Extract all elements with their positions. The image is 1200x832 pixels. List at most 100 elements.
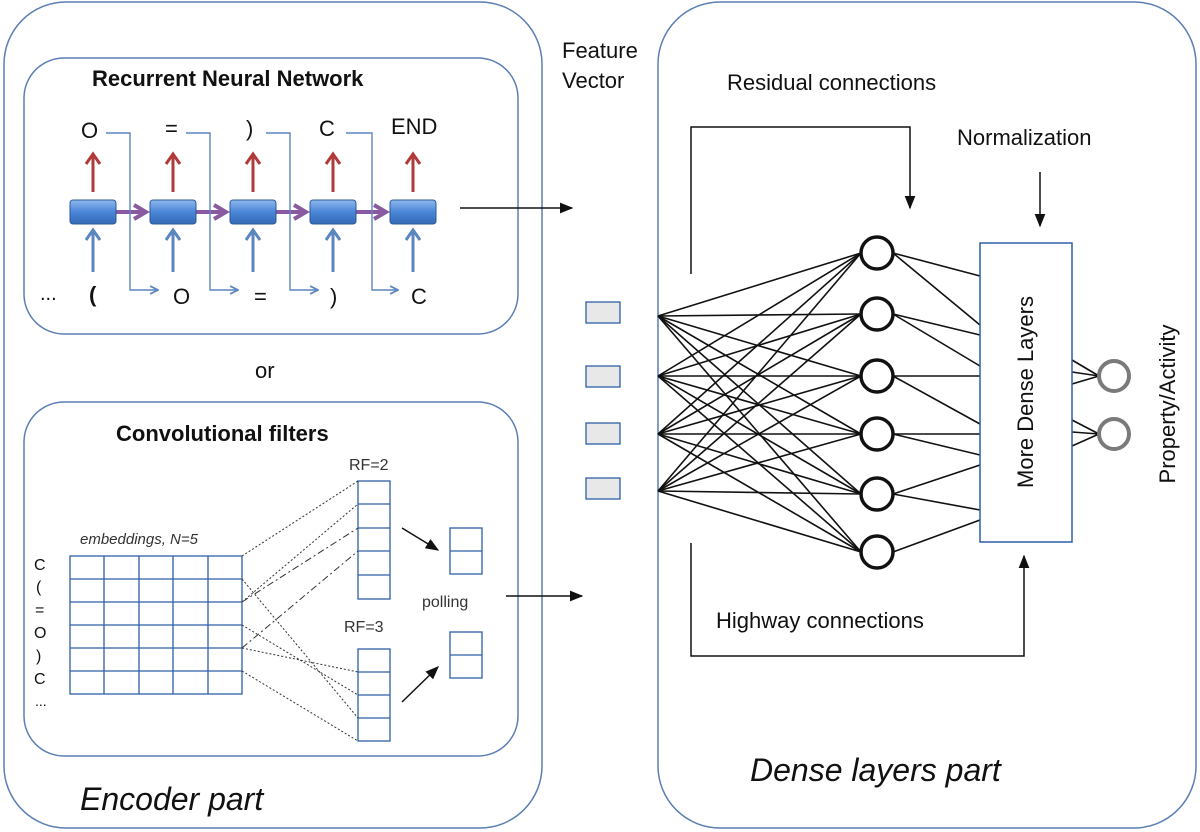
- receptive-field-lines: [241, 480, 359, 742]
- connection-edge: [657, 433, 862, 495]
- hidden-node: [859, 235, 895, 271]
- hidden-dense-connections: [892, 252, 981, 553]
- rnn-input-arrows: [84, 227, 422, 272]
- rnn-title: Recurrent Neural Network: [92, 66, 364, 91]
- feature-vector-cell: [585, 301, 621, 324]
- connection-edge: [657, 375, 862, 435]
- rnn-chain-arrows: [116, 203, 390, 221]
- connection-edge: [892, 493, 981, 511]
- connection-edge: [892, 433, 981, 456]
- pooling-arrow-rf3: [401, 666, 439, 703]
- embedding-row-label: C: [34, 671, 46, 688]
- normalization-label: Normalization: [957, 125, 1092, 150]
- rf3-feature-map: [357, 648, 391, 742]
- or-label: or: [255, 358, 275, 383]
- feature-vector-cell: [585, 422, 621, 445]
- rnn-input-token: =: [254, 284, 267, 309]
- hidden-layer: [859, 235, 895, 570]
- dense-panel: [657, 1, 1197, 829]
- feature-vector-cell: [585, 365, 621, 388]
- highway-connection-arrow: [690, 543, 1030, 657]
- cnn-panel: [23, 401, 519, 757]
- connection-edge: [657, 252, 862, 435]
- embedding-row-label: O: [34, 625, 47, 642]
- rnn-output-token: C: [319, 116, 335, 141]
- rnn-input-ellipsis: ...: [40, 283, 57, 305]
- connection-edge: [1071, 431, 1100, 435]
- connection-edge: [657, 313, 862, 492]
- rnn-output-token: O: [81, 118, 99, 143]
- embedding-grid: [69, 555, 243, 695]
- connection-edge: [892, 519, 981, 553]
- more-dense-layers-box: [979, 242, 1073, 543]
- input-hidden-connections: [657, 252, 862, 553]
- rnn-panel: [23, 57, 519, 335]
- embedding-row-label: C: [34, 557, 46, 574]
- more-dense-layers-label: More Dense Layers: [1013, 296, 1038, 488]
- connection-edge: [892, 313, 981, 336]
- connection-edge: [657, 313, 862, 435]
- output-node: [1097, 359, 1131, 393]
- rnn-output-token: =: [165, 116, 178, 141]
- connection-edge: [657, 252, 862, 492]
- connection-edge: [892, 375, 981, 425]
- connection-edge: [657, 315, 862, 435]
- highway-connections-label: Highway connections: [716, 608, 924, 633]
- dense-part-label: Dense layers part: [750, 752, 1001, 788]
- hidden-node: [859, 296, 895, 332]
- connection-edge: [657, 315, 862, 377]
- residual-connections-label: Residual connections: [727, 70, 937, 95]
- connection-edge: [892, 464, 981, 495]
- embeddings-label: embeddings, N=5: [80, 531, 198, 548]
- connection-edge: [1071, 433, 1100, 447]
- connection-edge: [1071, 375, 1100, 385]
- rf2-label: RF=2: [349, 457, 389, 474]
- rnn-cell: [389, 199, 437, 225]
- rnn-input-token: C: [411, 284, 427, 309]
- rf3-label: RF=3: [344, 619, 384, 636]
- hidden-node: [859, 358, 895, 394]
- rnn-cell: [149, 199, 197, 225]
- connection-edge: [657, 313, 862, 377]
- connection-edge: [892, 252, 981, 277]
- rnn-input-token: O: [173, 284, 191, 309]
- rnn-output-token: END: [391, 114, 438, 139]
- connection-edge: [657, 490, 862, 495]
- connection-edge: [1071, 359, 1100, 377]
- pooling-arrow-rf2: [401, 527, 440, 551]
- rnn-cell: [69, 199, 117, 225]
- rnn-input-token: (: [89, 282, 97, 307]
- encoder-panel: [3, 1, 543, 829]
- connection-edge: [892, 252, 981, 326]
- embedding-row-label: ...: [35, 693, 47, 709]
- rnn-cell: [309, 199, 357, 225]
- rnn-cell: [229, 199, 277, 225]
- connection-edge: [657, 375, 862, 492]
- connection-edge: [1071, 419, 1100, 435]
- rf2-feature-map: [357, 480, 391, 600]
- pooled-outputs: [449, 527, 483, 679]
- rnn-output-token: ): [246, 116, 254, 141]
- feature-vector-label: Feature Vector: [562, 38, 638, 93]
- encoder-part-label: Encoder part: [80, 781, 264, 817]
- embedding-row-label: ): [36, 648, 42, 665]
- connection-edge: [657, 252, 862, 377]
- hidden-node: [859, 416, 895, 452]
- rnn-output-arrows: [84, 151, 422, 192]
- pooling-label: polling: [422, 594, 469, 611]
- connection-edge: [657, 375, 862, 495]
- hidden-node: [859, 534, 895, 570]
- connection-edge: [657, 490, 862, 553]
- feature-vector-cell: [585, 477, 621, 500]
- output-node: [1097, 417, 1131, 451]
- property-activity-label: Property/Activity: [1155, 324, 1180, 484]
- rnn-cells: [69, 199, 437, 225]
- connection-edge: [1071, 371, 1100, 377]
- dense-output-connections: [1071, 359, 1100, 447]
- hidden-node: [859, 476, 895, 512]
- cnn-title: Convolutional filters: [116, 421, 329, 446]
- connection-edge: [657, 433, 862, 492]
- rnn-feedback-connectors: [106, 132, 398, 290]
